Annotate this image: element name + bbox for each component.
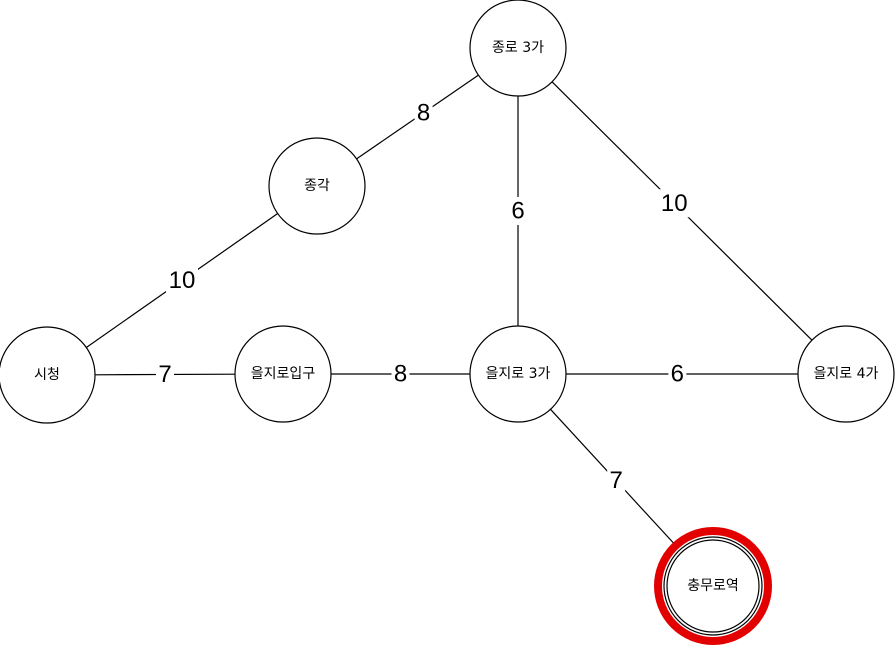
station-circle [0, 326, 96, 424]
edge-labels-layer: 8 10 6 10 7 8 6 7 [156, 98, 691, 495]
edge-label-background [607, 466, 626, 495]
station-circle [666, 539, 760, 633]
edge-weight-euljiro3ga-euljiro4ga: 6 [671, 361, 684, 388]
edge-weight-sicheong-euljiroipgu: 7 [158, 361, 171, 388]
edge-label-background [668, 360, 687, 388]
station-label: 을지로 4가 [814, 366, 879, 382]
edge-label-background [156, 360, 174, 389]
station-circle [469, 325, 567, 423]
station-circle [797, 325, 895, 423]
station-label: 종로 3가 [492, 40, 544, 56]
station-node-euljiro4ga[interactable]: 을지로 4가 [797, 325, 895, 423]
station-node-euljiroipgu[interactable]: 을지로입구 [234, 325, 332, 423]
edge-weight-jongno3ga-jonggak: 8 [417, 99, 430, 126]
edge-label-background [414, 98, 433, 127]
edge-label-background [391, 360, 410, 388]
station-label: 을지로입구 [251, 366, 316, 382]
station-label: 을지로 3가 [486, 366, 551, 382]
station-node-sicheong[interactable]: 시청 [0, 326, 96, 424]
edge-weight-jongno3ga-euljiro4ga: 10 [661, 190, 688, 217]
station-label: 시청 [34, 367, 60, 383]
station-label: 충무로역 [687, 578, 739, 594]
station-circle [234, 325, 332, 423]
station-node-chungmuro[interactable]: 충무로역 [654, 527, 772, 645]
station-node-jongno3ga[interactable]: 종로 3가 [469, 0, 567, 97]
station-node-jonggak[interactable]: 종각 [268, 137, 366, 235]
station-label: 종각 [304, 178, 330, 194]
station-node-euljiro3ga[interactable]: 을지로 3가 [469, 325, 567, 423]
edge-weight-euljiro3ga-chungmuro: 7 [609, 467, 622, 494]
station-circle [268, 137, 366, 235]
edge-weight-euljiroipgu-euljiro3ga: 8 [394, 361, 407, 388]
edge-label-background [658, 189, 691, 218]
edge-label-background [166, 266, 198, 295]
edges-layer [85, 74, 813, 553]
edge-weight-jongno3ga-euljiro3ga: 6 [511, 198, 524, 225]
edge-weight-jonggak-sicheong: 10 [169, 267, 196, 294]
station-circle [469, 0, 567, 97]
edge-label-background [509, 197, 527, 225]
